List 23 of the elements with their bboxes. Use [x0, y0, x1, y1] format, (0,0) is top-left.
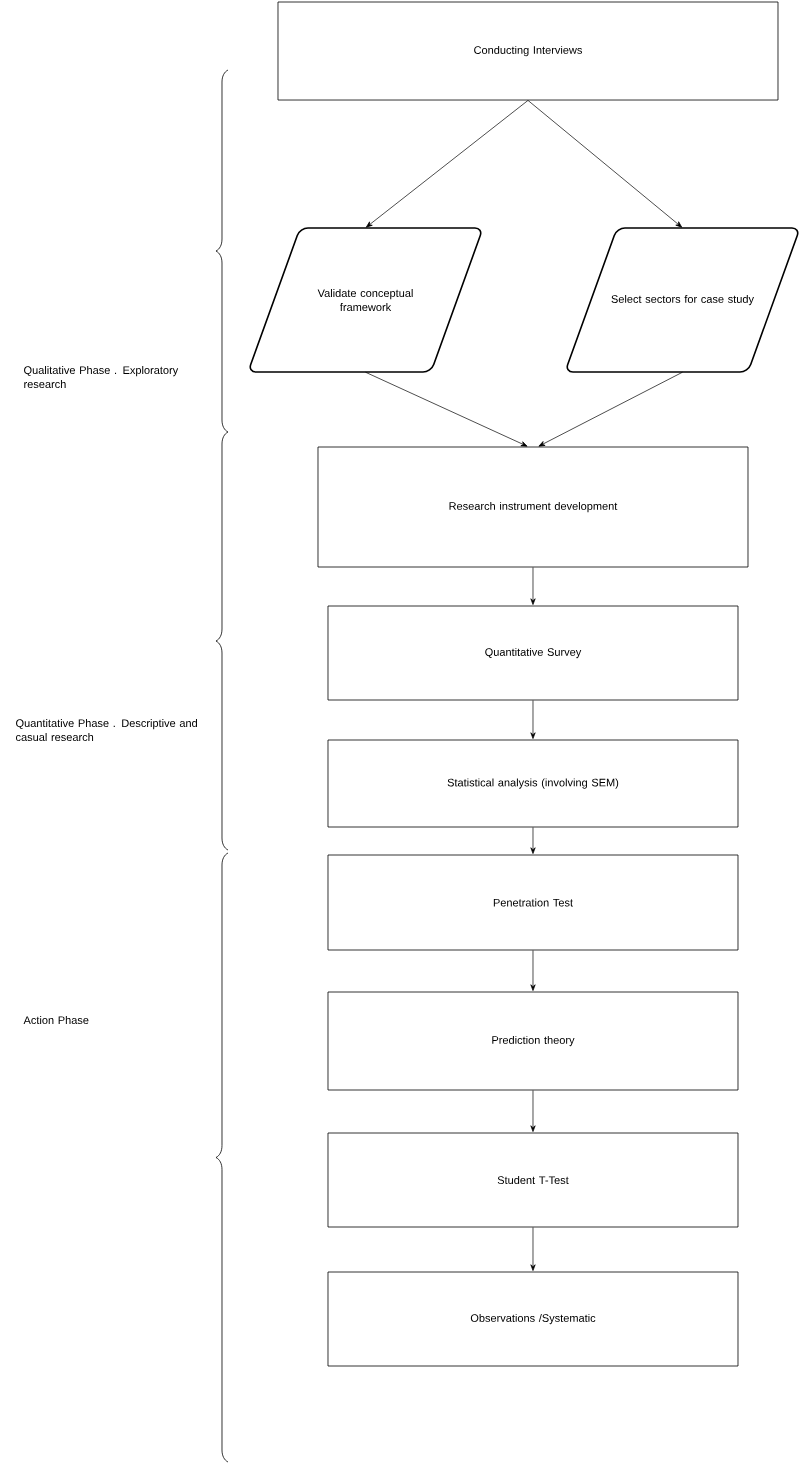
- arrow: [530, 567, 536, 605]
- process-box: Observations /Systematic: [327, 1271, 739, 1367]
- arrow: [527, 100, 683, 228]
- arrow: [365, 371, 528, 447]
- arrow: [530, 700, 536, 739]
- arrow: [530, 827, 536, 854]
- process-box: Conducting Interviews: [277, 1, 779, 101]
- arrow: [530, 1227, 536, 1271]
- phase-label: Quantitative Phase . Descriptive and casual research: [16, 719, 197, 742]
- process-box: Student T-Test: [327, 1132, 739, 1228]
- process-box: Penetration Test: [327, 854, 739, 951]
- process-box: Research instrument development: [317, 446, 749, 568]
- data-parallelogram: Validate conceptual framework: [249, 227, 482, 373]
- arrow: [530, 1090, 536, 1132]
- process-box: Statistical analysis (involving SEM): [327, 739, 739, 828]
- arrow: [365, 100, 529, 228]
- phase-label: Action Phase: [23, 1015, 89, 1025]
- process-box: Quantitative Survey: [327, 605, 739, 701]
- arrow: [538, 371, 683, 447]
- data-parallelogram: Select sectors for case study: [566, 227, 799, 373]
- arrow: [530, 950, 536, 991]
- phase-label: Qualitative Phase . Exploratory research: [24, 366, 179, 389]
- process-box: Prediction theory: [327, 991, 739, 1091]
